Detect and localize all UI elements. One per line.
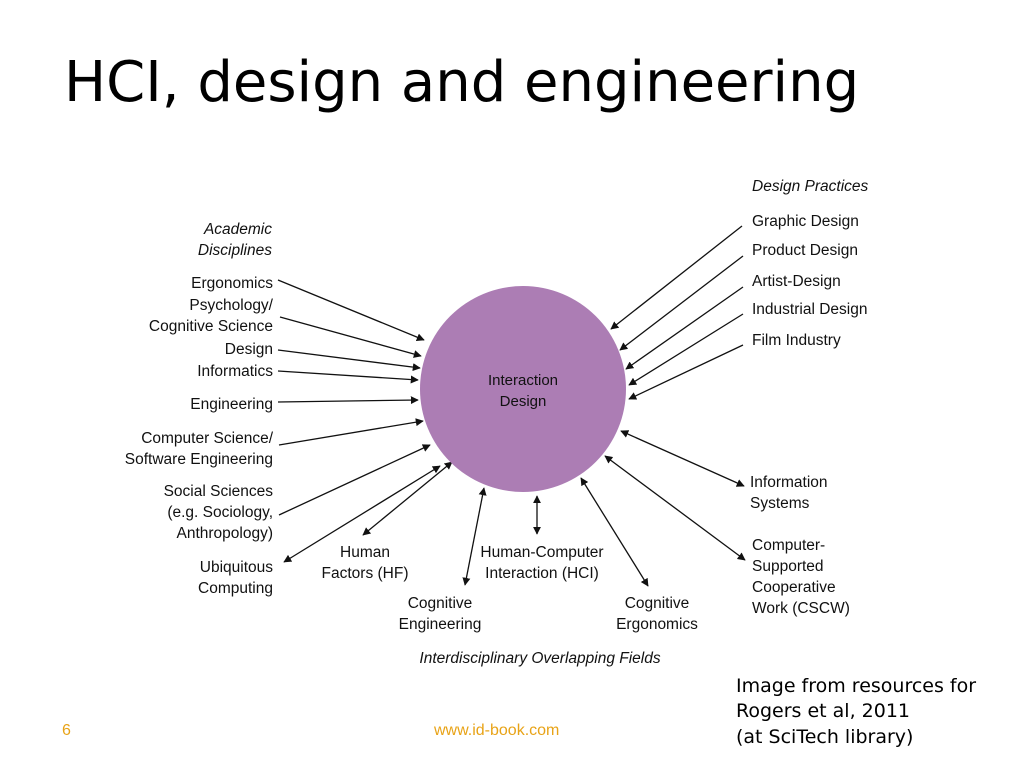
design-practices-heading-line: Design Practices [752, 178, 869, 195]
academic-discipline-label: Design [225, 341, 273, 358]
academic-discipline-label-line: (e.g. Sociology, [167, 504, 273, 521]
academic-discipline-label-line: Engineering [190, 396, 273, 413]
overlapping-field-arrow [462, 487, 487, 586]
academic-discipline-label-line: Design [225, 341, 273, 358]
overlapping-field-label-line: Systems [750, 495, 810, 512]
caption-line: (at SciTech library) [736, 725, 914, 748]
academic-disciplines-heading-line: Academic [203, 221, 272, 238]
caption-line: Image from resources for [736, 675, 977, 697]
overlapping-field-label-line: Factors (HF) [322, 565, 409, 582]
design-practice-arrow [628, 344, 744, 400]
design-practice-label-line: Product Design [752, 242, 858, 259]
slide-title: HCI, design and engineering [64, 50, 860, 115]
design-practice-label: Film Industry [752, 332, 841, 349]
design-practice-arrow [625, 286, 744, 370]
academic-discipline-label: Psychology/Cognitive Science [149, 297, 274, 335]
overlapping-fields-heading: Interdisciplinary Overlapping Fields [419, 650, 660, 667]
academic-discipline-label-line: Ergonomics [191, 275, 273, 292]
overlapping-field-arrow [620, 430, 745, 487]
overlapping-field-label-line: Cognitive [625, 595, 690, 612]
overlapping-field-arrow [362, 461, 453, 536]
design-practice-arrow [619, 255, 744, 351]
overlapping-field-label-line: Interaction (HCI) [485, 565, 599, 582]
overlapping-field-label-line: Cognitive [408, 595, 473, 612]
design-practices-heading: Design Practices [752, 178, 869, 195]
academic-discipline-label-line: Software Engineering [125, 451, 273, 468]
interaction-design-label-line: Design [500, 393, 547, 410]
overlapping-field-label-line: Cooperative [752, 579, 836, 596]
academic-discipline-label-line: Computer Science/ [141, 430, 274, 447]
academic-discipline-label: Social Sciences (e.g. Sociology, Anthropol… [164, 483, 274, 542]
academic-discipline-label-line: Cognitive Science [149, 318, 273, 335]
academic-discipline-label-line: Ubiquitous [200, 559, 273, 576]
design-practice-label: Industrial Design [752, 301, 867, 318]
overlapping-field-label-line: Supported [752, 558, 824, 575]
design-practice-label-line: Artist-Design [752, 273, 841, 290]
overlapping-field-label-line: Work (CSCW) [752, 600, 850, 617]
design-practice-label-line: Industrial Design [752, 301, 867, 318]
academic-arrow [277, 396, 419, 405]
slide-number: 6 [62, 722, 71, 739]
academic-discipline-label: Computer Science/Software Engineering [125, 430, 274, 468]
academic-discipline-label: Engineering [190, 396, 273, 413]
footer-url: www.id-book.com [434, 722, 560, 739]
design-practice-label: Product Design [752, 242, 858, 259]
academic-arrow [277, 349, 421, 372]
overlapping-field-arrow [604, 455, 746, 561]
academic-discipline-label-line: Social Sciences [164, 483, 274, 500]
academic-arrow [277, 279, 425, 341]
overlapping-field-label-line: Computer- [752, 537, 825, 554]
overlapping-field-label-line: Human [340, 544, 390, 561]
academic-discipline-label-line: Psychology/ [189, 297, 273, 314]
interaction-design-label-line: Interaction [488, 372, 558, 389]
design-practice-label-line: Film Industry [752, 332, 841, 349]
overlapping-field-label-line: Engineering [399, 616, 482, 633]
design-practice-label-line: Graphic Design [752, 213, 859, 230]
overlapping-fields-heading-line: Interdisciplinary Overlapping Fields [419, 650, 660, 667]
academic-arrow [279, 316, 422, 358]
design-practice-arrow [628, 313, 744, 386]
academic-arrow [278, 418, 424, 446]
design-practice-arrow [610, 225, 743, 330]
caption-line: Rogers et al, 2011 [736, 700, 911, 723]
academic-discipline-label-line: Informatics [197, 363, 273, 380]
overlapping-field-label-line: Information [750, 474, 828, 491]
overlapping-field-label-line: Human-Computer [480, 544, 603, 561]
academic-discipline-label: Informatics [197, 363, 273, 380]
academic-discipline-label-line: Computing [198, 580, 273, 597]
design-practice-label: Graphic Design [752, 213, 859, 230]
overlapping-field-label-line: Ergonomics [616, 616, 698, 633]
image-source-caption: Image from resources for Rogers et al, 2… [736, 674, 1022, 750]
academic-discipline-label-line: Anthropology) [176, 525, 273, 542]
interaction-design-circle [420, 286, 626, 492]
academic-discipline-label: Ergonomics [191, 275, 273, 292]
academic-disciplines-heading-line: Disciplines [198, 242, 272, 259]
academic-arrow [277, 370, 419, 384]
design-practice-label: Artist-Design [752, 273, 841, 290]
academic-arrow [278, 444, 431, 516]
